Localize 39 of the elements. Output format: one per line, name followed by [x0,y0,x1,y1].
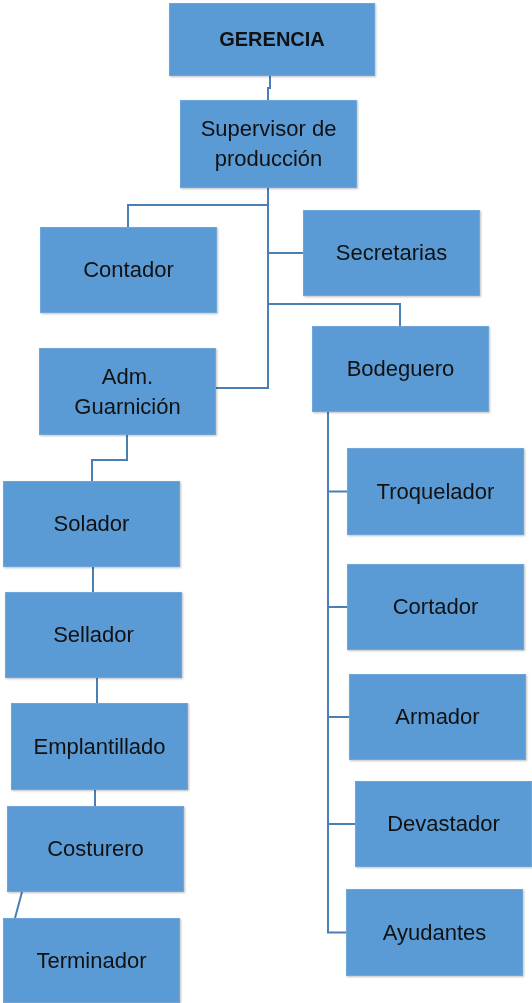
box-label: Troquelador [376,477,495,506]
connector-line [267,75,271,101]
box-label: Sellador [53,621,134,650]
box-label: Adm. Guarnición [73,362,182,421]
org-box [169,3,375,76]
box-label: Bodeguero [346,355,455,384]
box-label: Supervisor de producción [199,115,338,173]
connector-line [94,789,96,807]
box-label: Armador [395,703,480,732]
connector-line [91,434,128,482]
connector-line [14,891,23,919]
connector-line [96,677,98,704]
connector-line [215,187,269,389]
box-label: Cortador [392,593,479,622]
box-label: Costurero [47,835,144,864]
box-label: Terminador [36,946,147,975]
box-label: Contador [83,256,174,285]
box-label: Secretarias [335,239,448,268]
org-box [5,592,182,678]
box-label: Ayudantes [382,918,487,947]
org-box [3,481,180,567]
org-box [349,674,526,760]
box-label: Solador [53,510,130,539]
org-box [7,806,184,892]
org-box [312,326,489,412]
org-box [347,564,524,650]
org-box [39,348,216,435]
connector-line [92,566,94,593]
org-box [3,918,180,1003]
org-box [11,703,188,790]
org-box [346,889,523,976]
box-label: Emplantillado [33,732,166,761]
org-box [355,781,532,867]
org-box [303,210,480,296]
org-box [40,227,217,313]
org-box [347,448,524,535]
box-label: Devastador [387,810,500,839]
org-box [180,100,357,188]
box-label: GERENCIA [219,27,325,52]
